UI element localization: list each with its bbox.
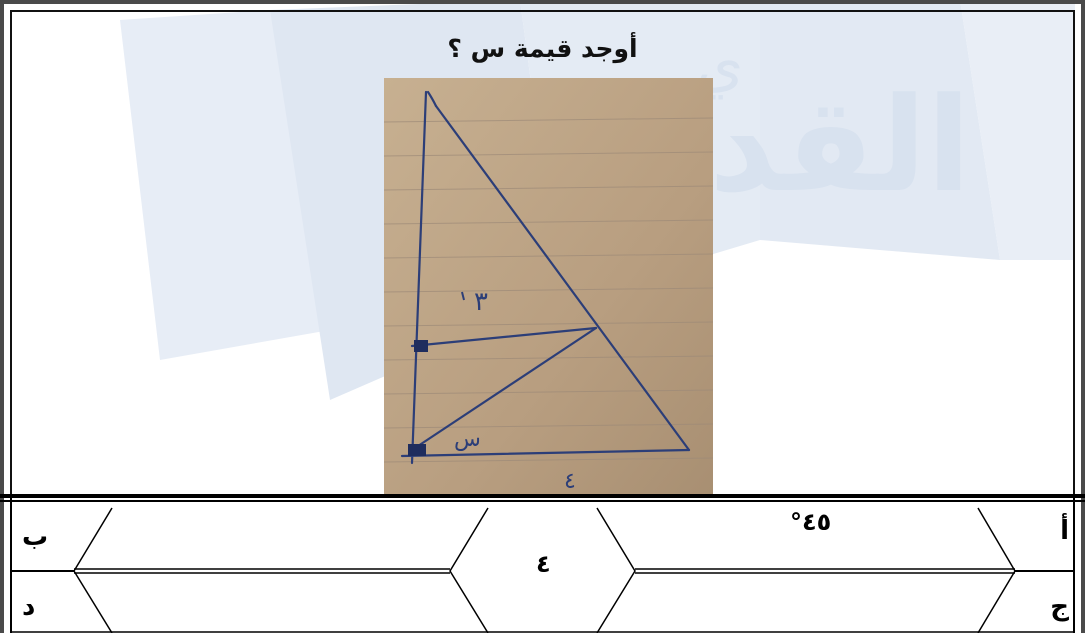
option-letter-d[interactable]: د <box>22 592 36 622</box>
figure-label-angle: س <box>454 427 481 452</box>
option-letter-a[interactable]: أ <box>1060 516 1069 546</box>
option-letter-c[interactable]: ج <box>1050 592 1069 622</box>
option-value-center[interactable]: ٤ <box>536 550 551 578</box>
triangle-photo: ٣ س ٤ <box>383 78 714 498</box>
answers-grid: أ °٤٥ ب ٤ ج د <box>0 494 1085 634</box>
divider-top-thin <box>0 500 1085 502</box>
option-value-a[interactable]: °٤٥ <box>790 508 832 536</box>
figure-label-side: ٣ <box>474 287 488 317</box>
option-letter-b[interactable]: ب <box>22 522 49 552</box>
inner-frame <box>10 10 1075 633</box>
question-title: أوجد قيمة س ؟ <box>447 34 638 63</box>
divider-top <box>0 494 1085 498</box>
figure-label-base: ٤ <box>564 469 576 494</box>
